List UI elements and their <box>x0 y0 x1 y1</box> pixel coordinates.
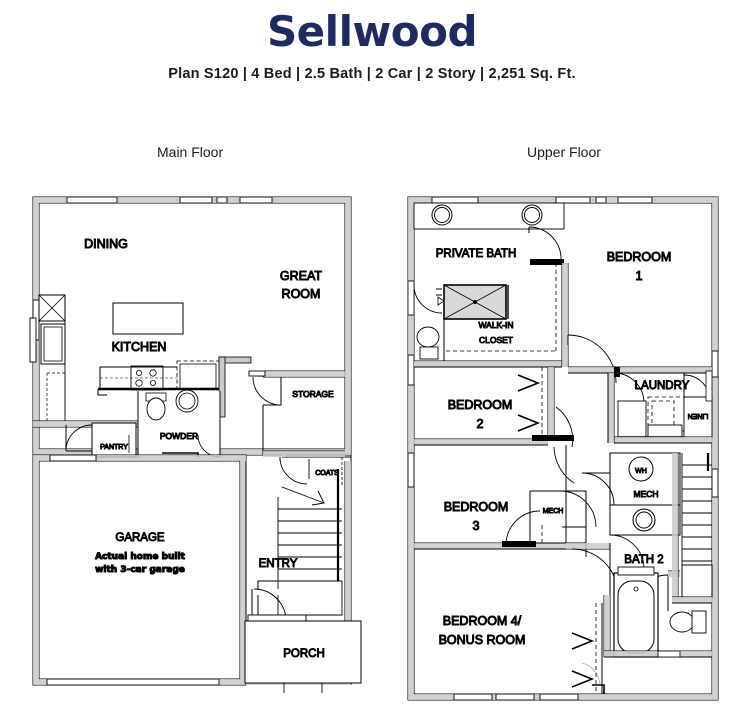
room-label-bedroom-3-line-2: 3 <box>473 519 480 533</box>
room-label-walk-in-closet-line-2: CLOSET <box>479 335 513 345</box>
room-label-bedroom-2-line-2: 2 <box>477 417 484 431</box>
garage-note-line-2: with 3-car garage <box>95 565 185 575</box>
room-label-walk-in-closet-line-1: WALK-IN <box>478 320 513 330</box>
plan-specs: Plan S120 | 4 Bed | 2.5 Bath | 2 Car | 2… <box>168 66 576 83</box>
room-label-bedroom-3-line-1: BEDROOM <box>444 500 509 514</box>
room-label-private-bath: PRIVATE BATH <box>436 248 517 260</box>
room-label-great-room-line-2: ROOM <box>282 287 321 301</box>
room-label-storage: STORAGE <box>292 389 334 399</box>
room-label-bedroom-1-line-2: 1 <box>636 269 643 283</box>
room-label-coats: COATS <box>315 470 339 477</box>
room-label-bedroom-4-line-2: BONUS ROOM <box>439 633 526 647</box>
main-floor-plan: PANTRY POWDER COATS <box>12 185 372 700</box>
upper-floor-plan: PRIVATE BATH WALK-IN CLOSET <box>396 185 732 705</box>
room-label-pantry: PANTRY <box>100 444 128 451</box>
room-label-great-room-line-1: GREAT <box>280 269 322 283</box>
page-header: Sellwood Plan S120 | 4 Bed | 2.5 Bath | … <box>0 0 744 82</box>
caption-upper-floor: Upper Floor <box>527 144 601 160</box>
room-label-bath-2: BATH 2 <box>624 554 663 566</box>
room-label-porch: PORCH <box>283 648 325 660</box>
room-label-dining: DINING <box>84 237 128 251</box>
label-water-heater: WH <box>635 468 647 475</box>
room-label-mech-upper: MECH <box>633 489 658 499</box>
page-title: Sellwood <box>266 7 478 56</box>
room-label-bedroom-2-line-1: BEDROOM <box>448 398 513 412</box>
room-label-powder: POWDER <box>160 431 198 441</box>
garage-note-line-1: Actual home built <box>95 552 186 562</box>
room-label-bedroom-4-line-1: BEDROOM 4/ <box>443 614 522 628</box>
room-label-bedroom-1-line-1: BEDROOM <box>607 250 672 264</box>
room-label-kitchen: KITCHEN <box>112 340 167 354</box>
room-label-linen: LINEN <box>688 412 709 419</box>
caption-main-floor: Main Floor <box>157 144 224 160</box>
room-label-mech-hall: MECH <box>543 508 564 515</box>
room-label-entry: ENTRY <box>259 558 298 570</box>
room-label-garage: GARAGE <box>115 532 165 544</box>
room-label-laundry: LAUNDRY <box>635 380 690 392</box>
